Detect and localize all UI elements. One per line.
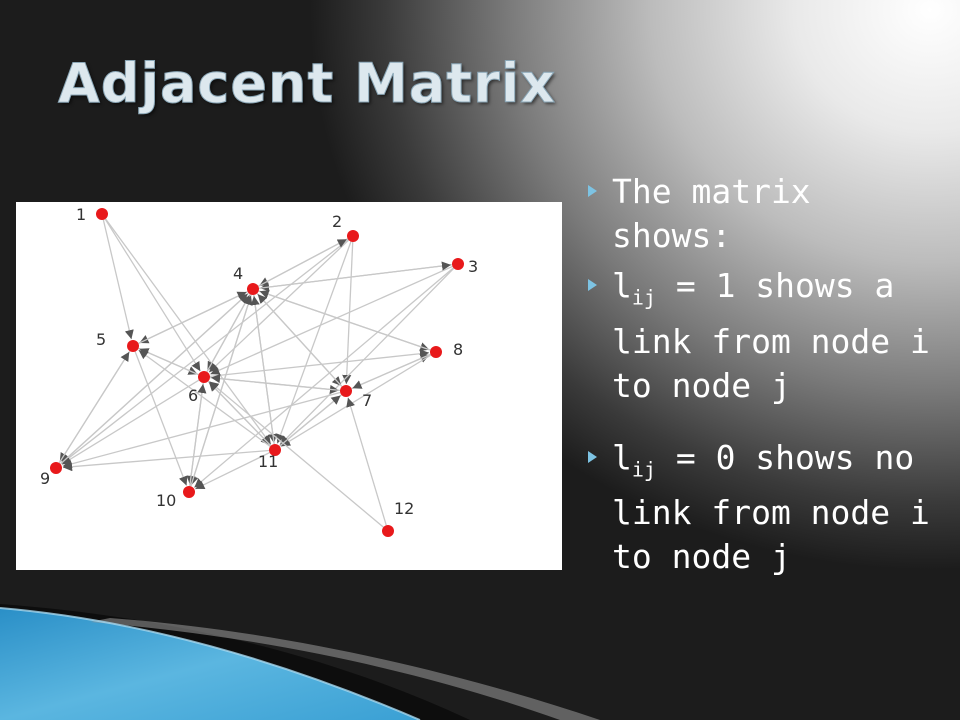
edge-6-4 <box>206 294 251 373</box>
node-label-1: 1 <box>76 205 86 224</box>
node-label-9: 9 <box>40 469 50 488</box>
edge-11-5 <box>138 349 271 447</box>
node-1 <box>96 208 108 220</box>
edge-2-9 <box>61 239 349 465</box>
node-label-2: 2 <box>332 212 342 231</box>
node-10 <box>183 486 195 498</box>
node-7 <box>340 385 352 397</box>
node-label-11: 11 <box>258 452 278 471</box>
node-label-3: 3 <box>468 257 478 276</box>
node-11 <box>269 444 281 456</box>
node-label-10: 10 <box>156 491 176 510</box>
edge-7-4 <box>257 293 343 388</box>
edge-1-6 <box>104 218 201 372</box>
edge-2-6 <box>208 239 350 373</box>
edge-11-4 <box>250 295 275 445</box>
bullet-text: l <box>612 437 632 477</box>
edge-9-5 <box>58 351 130 464</box>
edge-6-8 <box>209 349 430 378</box>
edge-11-7 <box>279 394 342 447</box>
node-4 <box>247 283 259 295</box>
bullet-item: The matrix shows: <box>582 170 942 258</box>
bullet-arrow-icon <box>588 279 597 291</box>
edge-11-9 <box>62 449 270 472</box>
edge-4-3 <box>258 261 452 289</box>
bullet-item: lij = 0 shows no link from node i to nod… <box>582 436 942 580</box>
node-8 <box>430 346 442 358</box>
subscript-ij: ij <box>631 457 656 482</box>
edge-5-4 <box>138 291 247 345</box>
bullet-list: The matrix shows: lij = 1 shows a link f… <box>582 170 942 579</box>
edge-8-11 <box>280 354 432 447</box>
bullet-text: = 0 shows no link from node i to node j <box>612 437 930 577</box>
edge-4-2 <box>257 238 348 287</box>
node-label-5: 5 <box>96 330 106 349</box>
subscript-ij: ij <box>631 285 656 310</box>
edge-7-9 <box>62 391 341 469</box>
edge-1-5 <box>102 219 134 340</box>
edge-6-9 <box>61 379 200 465</box>
nodes-layer <box>50 208 464 537</box>
node-5 <box>127 340 139 352</box>
edge-3-11 <box>279 267 455 446</box>
edge-8-4 <box>259 289 431 351</box>
node-2 <box>347 230 359 242</box>
edge-11-10 <box>195 452 270 490</box>
edges-layer <box>58 218 455 528</box>
bullet-item: lij = 1 shows a link from node i to node… <box>582 264 942 408</box>
edge-2-11 <box>276 241 352 444</box>
edge-12-7 <box>346 397 387 526</box>
node-label-12: 12 <box>394 499 414 518</box>
edge-2-7 <box>342 241 354 385</box>
bullet-arrow-icon <box>588 450 597 463</box>
bullet-text: l <box>612 266 632 305</box>
edge-3-6 <box>210 265 453 375</box>
bullet-arrow-icon <box>588 185 597 197</box>
edge-3-10 <box>193 267 454 488</box>
node-12 <box>382 525 394 537</box>
slide-title: Adjacent Matrix <box>57 52 557 116</box>
edge-8-7 <box>352 353 431 389</box>
bottom-swoosh-decoration <box>0 604 600 720</box>
node-label-4: 4 <box>233 264 243 283</box>
node-6 <box>198 371 210 383</box>
node-3 <box>452 258 464 270</box>
node-label-7: 7 <box>362 391 372 410</box>
node-9 <box>50 462 62 474</box>
node-label-8: 8 <box>453 340 463 359</box>
bullet-text: The matrix shows: <box>612 172 811 255</box>
edge-12-6 <box>208 380 384 528</box>
edge-10-6 <box>189 383 207 487</box>
edge-7-6 <box>210 374 341 392</box>
node-label-6: 6 <box>188 386 198 405</box>
edge-9-4 <box>60 293 249 465</box>
edge-1-11 <box>105 218 272 445</box>
edge-6-5 <box>139 348 199 376</box>
edge-11-6 <box>208 381 272 447</box>
bullet-text: = 1 shows a link from node i to node j <box>612 266 930 405</box>
edge-5-10 <box>134 351 188 486</box>
